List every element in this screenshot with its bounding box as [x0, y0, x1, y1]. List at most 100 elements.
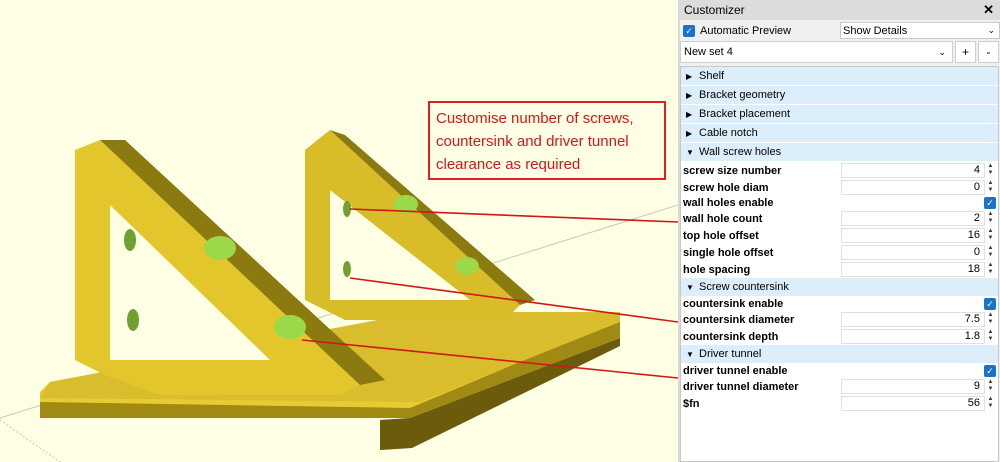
- group-wall-screw-holes[interactable]: ▼ Wall screw holes: [681, 143, 998, 162]
- preset-select[interactable]: New set 4 ⌄: [680, 41, 953, 63]
- screw-hole-diam-input[interactable]: 0: [841, 180, 985, 195]
- wall-holes-enable-checkbox[interactable]: ✓: [984, 197, 996, 209]
- driver-tunnel-enable-checkbox[interactable]: ✓: [984, 365, 996, 377]
- param-countersink-diameter: countersink diameter 7.5 ▲▼: [681, 311, 998, 328]
- param-wall-hole-count: wall hole count 2 ▲▼: [681, 210, 998, 227]
- leader-line-2: [349, 277, 678, 323]
- axis-line-dashed: [0, 419, 61, 462]
- group-label: Bracket placement: [699, 108, 791, 120]
- param-label: top hole offset: [683, 229, 759, 242]
- close-icon[interactable]: ✕: [983, 2, 994, 17]
- spinner-arrows-icon[interactable]: ▲▼: [987, 329, 994, 342]
- automatic-preview-checkbox[interactable]: ✓ Automatic Preview: [680, 24, 840, 37]
- countersink-depth-input[interactable]: 1.8: [841, 329, 985, 344]
- group-label: Screw countersink: [699, 281, 789, 293]
- checkbox-checked-icon: ✓: [683, 24, 695, 37]
- chevron-down-icon: ⌄: [987, 25, 995, 35]
- details-select-value: Show Details: [843, 24, 908, 37]
- param-label: driver tunnel diameter: [683, 380, 799, 393]
- model-render: [0, 130, 678, 462]
- spinner-arrows-icon[interactable]: ▲▼: [987, 180, 994, 193]
- group-shelf[interactable]: ▶ Shelf: [681, 67, 998, 86]
- group-bracket-placement[interactable]: ▶ Bracket placement: [681, 105, 998, 124]
- wall-hole-count-input[interactable]: 2: [841, 211, 985, 226]
- front-bracket-edge: [100, 140, 385, 385]
- back-bracket-cutout: [330, 190, 470, 300]
- screw-size-number-input[interactable]: 4: [841, 163, 985, 178]
- spinner-arrows-icon[interactable]: ▲▼: [987, 163, 994, 176]
- preset-select-value: New set 4: [684, 46, 733, 58]
- param-screw-hole-diam: screw hole diam 0 ▲▼: [681, 179, 998, 196]
- caret-down-icon: ▼: [686, 349, 694, 359]
- group-label: Driver tunnel: [699, 348, 762, 360]
- param-label: driver tunnel enable: [683, 365, 788, 377]
- countersink-diameter-input[interactable]: 7.5: [841, 312, 985, 327]
- param-label: $fn: [683, 397, 700, 410]
- callout-line-2: countersink and driver tunnel: [436, 133, 629, 150]
- single-hole-offset-input[interactable]: 0: [841, 245, 985, 260]
- param-wall-holes-enable: wall holes enable ✓: [681, 196, 998, 210]
- caret-down-icon: ▼: [686, 147, 694, 157]
- param-label: wall holes enable: [683, 197, 774, 209]
- spinner-arrows-icon[interactable]: ▲▼: [987, 396, 994, 409]
- param-top-hole-offset: top hole offset 16 ▲▼: [681, 227, 998, 244]
- spinner-arrows-icon[interactable]: ▲▼: [987, 245, 994, 258]
- spinner-arrows-icon[interactable]: ▲▼: [987, 312, 994, 325]
- customizer-panel: Customizer ✕ ✓ Automatic Preview Show De…: [680, 0, 1000, 462]
- wall-hole-back-2: [343, 261, 351, 277]
- spinner-arrows-icon[interactable]: ▲▼: [987, 262, 994, 275]
- group-label: Bracket geometry: [699, 89, 786, 101]
- automatic-preview-label: Automatic Preview: [700, 24, 792, 37]
- callout-line-1: Customise number of screws,: [436, 110, 634, 127]
- caret-down-icon: ▼: [686, 282, 694, 292]
- param-hole-spacing: hole spacing 18 ▲▼: [681, 261, 998, 278]
- hole-front-1: [204, 236, 236, 260]
- param-fn: $fn 56 ▲▼: [681, 395, 998, 412]
- driver-tunnel-diameter-input[interactable]: 9: [841, 379, 985, 394]
- spinner-arrows-icon[interactable]: ▲▼: [987, 379, 994, 392]
- top-hole-offset-input[interactable]: 16: [841, 228, 985, 243]
- remove-preset-button[interactable]: -: [978, 41, 999, 63]
- panel-splitter[interactable]: [678, 0, 680, 462]
- parameter-list: ▶ Shelf ▶ Bracket geometry ▶ Bracket pla…: [680, 66, 999, 462]
- param-label: countersink enable: [683, 298, 784, 310]
- wall-hole-front-1: [124, 229, 136, 251]
- hole-spacing-input[interactable]: 18: [841, 262, 985, 277]
- param-driver-tunnel-diameter: driver tunnel diameter 9 ▲▼: [681, 378, 998, 395]
- countersink-enable-checkbox[interactable]: ✓: [984, 298, 996, 310]
- annotation-callout: Customise number of screws, countersink …: [428, 101, 666, 180]
- caret-right-icon: ▶: [686, 90, 693, 100]
- wall-hole-front-2: [127, 309, 139, 331]
- customizer-title-bar: Customizer ✕: [680, 0, 1000, 20]
- param-screw-size-number: screw size number 4 ▲▼: [681, 162, 998, 179]
- group-cable-notch[interactable]: ▶ Cable notch: [681, 124, 998, 143]
- param-label: hole spacing: [683, 263, 751, 276]
- hole-front-2: [274, 315, 306, 339]
- panel-title: Customizer: [684, 3, 745, 17]
- group-bracket-geometry[interactable]: ▶ Bracket geometry: [681, 86, 998, 105]
- param-countersink-depth: countersink depth 1.8 ▲▼: [681, 328, 998, 345]
- details-select[interactable]: Show Details ⌄: [840, 22, 1000, 39]
- spinner-arrows-icon[interactable]: ▲▼: [987, 228, 994, 241]
- group-label: Shelf: [699, 70, 725, 82]
- chevron-down-icon: ⌄: [938, 46, 946, 57]
- param-label: countersink depth: [683, 330, 779, 343]
- param-label: screw size number: [683, 164, 782, 177]
- param-single-hole-offset: single hole offset 0 ▲▼: [681, 244, 998, 261]
- fn-input[interactable]: 56: [841, 396, 985, 411]
- 3d-viewport[interactable]: Customise number of screws, countersink …: [0, 0, 678, 462]
- param-countersink-enable: countersink enable ✓: [681, 297, 998, 311]
- back-bracket-edge: [330, 130, 535, 305]
- group-label: Wall screw holes: [699, 146, 782, 158]
- hole-back-1: [394, 195, 418, 213]
- add-preset-button[interactable]: +: [955, 41, 976, 63]
- spinner-arrows-icon[interactable]: ▲▼: [987, 211, 994, 224]
- group-driver-tunnel[interactable]: ▼ Driver tunnel: [681, 345, 998, 364]
- leader-line-3: [301, 339, 678, 379]
- group-screw-countersink[interactable]: ▼ Screw countersink: [681, 278, 998, 297]
- param-driver-tunnel-enable: driver tunnel enable ✓: [681, 364, 998, 378]
- param-label: single hole offset: [683, 246, 774, 259]
- wall-hole-back-1: [343, 201, 351, 217]
- caret-right-icon: ▶: [686, 128, 693, 138]
- caret-right-icon: ▶: [686, 109, 693, 119]
